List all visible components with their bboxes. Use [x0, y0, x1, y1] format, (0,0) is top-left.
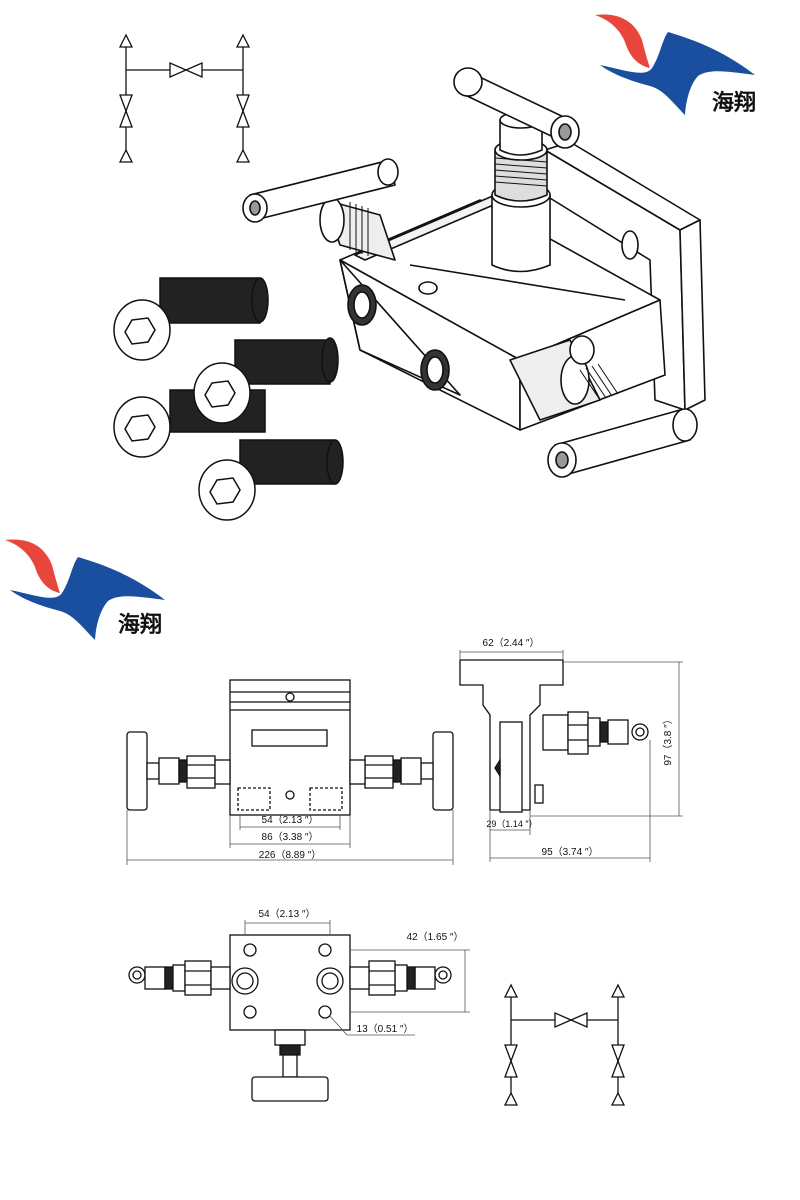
front-right-handle	[432, 731, 454, 811]
bolt-1	[113, 277, 269, 361]
logo-middle: 海翔	[5, 539, 165, 640]
side-view-drawing: 62（2.44 ″） 97（3.8 ″） 29（1.14 ″） 95（3.74 …	[459, 637, 683, 862]
bolt-3	[193, 337, 339, 424]
top-bolt-hole	[418, 281, 438, 295]
bottom-handle	[251, 1076, 329, 1102]
dim-bottom-vertical: 42（1.65 ″）	[407, 931, 464, 943]
logo-blue-swoosh-icon	[10, 557, 165, 640]
dim-side-total: 95（3.74 ″）	[542, 846, 599, 858]
front-view-drawing: 54（2.13 ″） 86（3.38 ″） 226（8.89 ″）	[126, 679, 454, 865]
logo-top: 海翔	[595, 14, 756, 116]
brand-name: 海翔	[712, 90, 756, 116]
bottom-view-drawing: 54（2.13 ″） 42（1.65 ″） 13（0.51 ″）	[128, 908, 470, 1102]
front-left-handle	[126, 731, 148, 811]
dim-side-base: 29（1.14 ″）	[486, 819, 537, 829]
dim-side-top: 62（2.44 ″）	[483, 637, 540, 649]
top-valve-body	[491, 194, 551, 273]
dim-front-total: 226（8.89 ″）	[259, 849, 321, 861]
bolt-4	[198, 439, 344, 521]
logo-red-swoosh-icon	[5, 539, 60, 593]
logo-blue-swoosh-icon	[600, 32, 755, 115]
dim-front-middle: 86（3.38 ″）	[262, 831, 319, 843]
dim-front-inner: 54（2.13 ″）	[262, 814, 319, 826]
dim-bottom-hole-spacing: 54（2.13 ″）	[259, 908, 316, 920]
logo-red-swoosh-icon	[595, 14, 650, 68]
schematic-bottom	[503, 983, 626, 1106]
brand-name: 海翔	[118, 612, 162, 638]
mounting-bolts	[113, 277, 344, 521]
dim-side-height: 97（3.8 ″）	[662, 714, 674, 765]
schematic-top	[118, 33, 251, 163]
manifold-3d-illustration	[113, 67, 706, 521]
dim-bottom-hole-dia: 13（0.51 ″）	[357, 1023, 414, 1035]
